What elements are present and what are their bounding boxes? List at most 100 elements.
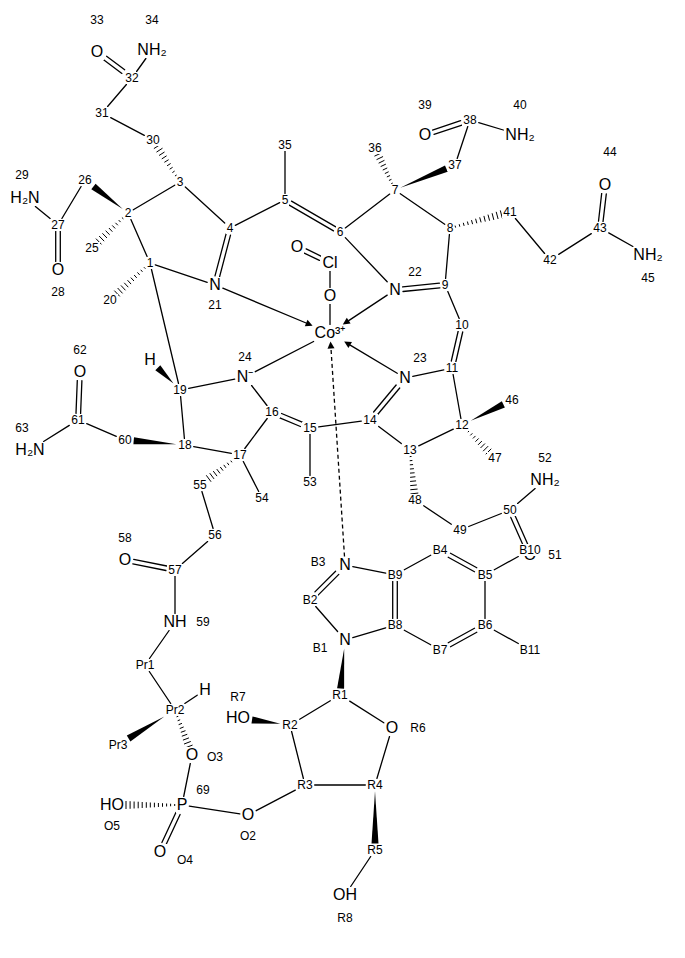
bond-line <box>349 295 388 321</box>
bond-line <box>377 737 390 779</box>
bond-line <box>372 792 379 844</box>
atom-number: B5 <box>477 569 494 581</box>
atom-symbol: HO <box>99 797 125 813</box>
atom-number: R2 <box>281 719 298 731</box>
bond-line <box>309 435 310 476</box>
atom-number: 59 <box>195 616 210 628</box>
bond-line <box>184 742 190 744</box>
bond-line <box>315 784 366 785</box>
bond-line <box>118 288 122 293</box>
bond-line <box>379 161 384 164</box>
bond-line <box>165 160 169 162</box>
bond-line <box>410 468 413 469</box>
atom-number: 35 <box>277 139 292 151</box>
atom-number: Pr2 <box>165 704 186 716</box>
atom-number: B1 <box>312 642 329 654</box>
bond-line <box>166 804 167 806</box>
bond-line <box>131 278 134 281</box>
atom-number: 25 <box>84 242 99 254</box>
bond-line <box>133 564 166 571</box>
atom-number: 20 <box>102 294 117 306</box>
atom-number: 36 <box>367 142 382 154</box>
atom-symbol: N <box>208 277 222 293</box>
bond-line <box>374 385 397 412</box>
bond-line <box>130 802 131 809</box>
bond-line <box>243 462 258 492</box>
atom-symbol: P <box>176 797 189 813</box>
atom-symbol: O <box>185 747 199 763</box>
bond-line <box>453 375 461 419</box>
bond-line <box>104 60 122 73</box>
bond-line <box>162 804 163 807</box>
bond-line <box>215 234 226 276</box>
bond-line <box>305 320 313 327</box>
bond-line <box>185 187 224 223</box>
bond-line <box>411 476 416 478</box>
bond-line <box>170 168 172 170</box>
bond-line <box>345 194 389 228</box>
atom-symbol: O <box>153 844 167 860</box>
bond-line <box>103 234 107 238</box>
bond-line <box>109 228 112 231</box>
bond-line <box>494 557 518 570</box>
bond-line <box>603 194 606 222</box>
atom-symbol: H₂N <box>9 190 40 206</box>
atom-number: 46 <box>504 394 519 406</box>
bond-line <box>174 577 175 614</box>
bond-line <box>62 187 81 219</box>
bond-line <box>154 803 155 807</box>
bond-line <box>471 401 505 421</box>
atom-symbol: O <box>118 552 132 568</box>
bond-line <box>106 231 110 235</box>
atom-symbol: O <box>323 288 337 304</box>
bond-line <box>319 421 362 427</box>
atom-number: 3 <box>176 176 185 188</box>
bond-line <box>389 179 391 181</box>
bond-line <box>410 472 414 473</box>
bond-line <box>141 270 142 271</box>
atom-number: 61 <box>70 414 85 426</box>
bond-line <box>451 553 477 568</box>
bond-line <box>235 203 279 226</box>
bond-line <box>484 582 485 619</box>
atom-number: 38 <box>462 114 477 126</box>
bond-line <box>471 434 473 436</box>
atom-symbol: Co³⁺ <box>314 325 347 341</box>
atom-number: 18 <box>177 439 192 451</box>
atom-symbol: O <box>418 127 432 143</box>
bond-line <box>149 672 170 704</box>
atom-number: 26 <box>77 174 92 186</box>
bond-line <box>329 272 330 288</box>
bond-line <box>111 118 145 136</box>
bond-line <box>155 365 173 383</box>
bond-line <box>484 216 485 221</box>
atom-symbol: H <box>143 352 157 368</box>
bond-line <box>185 695 197 703</box>
atom-number: 53 <box>302 476 317 488</box>
bond-line <box>150 631 170 659</box>
atom-number: B11 <box>519 644 541 656</box>
bond-line <box>377 157 383 160</box>
atom-symbol: N <box>388 282 402 298</box>
atom-number: B3 <box>310 556 327 568</box>
bond-line <box>479 123 504 130</box>
bond-line <box>559 234 592 255</box>
bond-line <box>217 469 220 473</box>
atom-number: B8 <box>387 619 404 631</box>
bond-line <box>133 185 174 210</box>
atom-number: R7 <box>229 691 246 703</box>
atom-symbol: O <box>598 177 612 193</box>
atom-number: 12 <box>454 419 469 431</box>
bond-line <box>419 429 454 446</box>
atom-symbol: NH₂ <box>529 472 560 488</box>
atom-number: 48 <box>407 494 422 506</box>
bond-line <box>480 218 481 222</box>
bond-line <box>353 567 386 574</box>
atom-number: 6 <box>336 226 345 238</box>
bond-line <box>481 444 485 448</box>
bond-line <box>483 446 488 451</box>
atom-number: 47 <box>487 452 502 464</box>
bond-line <box>183 738 188 740</box>
bond-line <box>131 220 147 257</box>
bond-line <box>256 790 295 811</box>
